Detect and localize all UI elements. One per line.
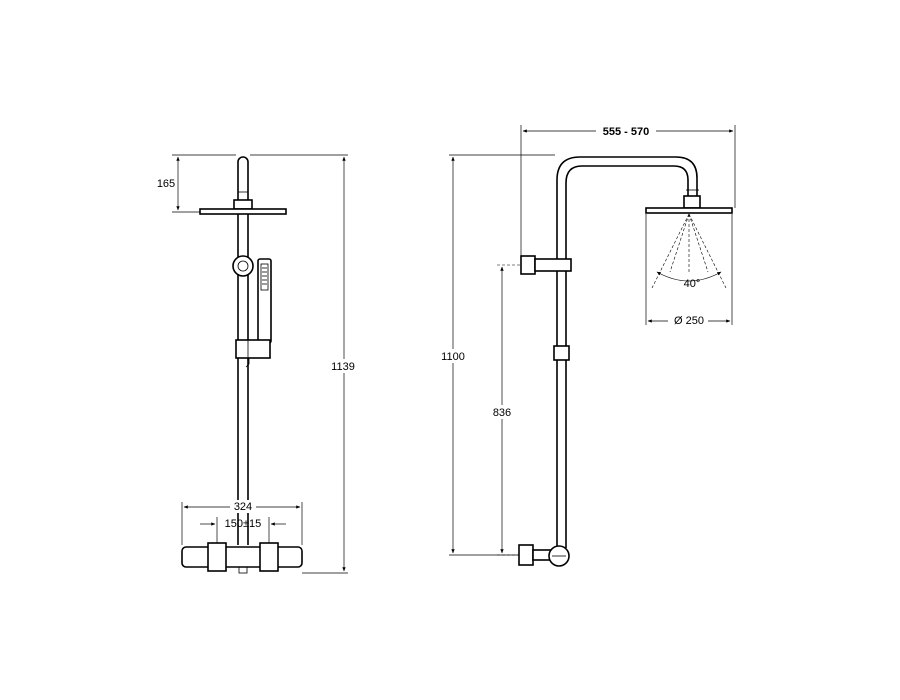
side-riser-pipe (556, 156, 698, 548)
front-mixer-bar (181, 542, 303, 574)
front-shower-head (199, 208, 287, 215)
front-riser-pipe (237, 156, 249, 545)
dim-inlet-spacing: 150±15 (225, 518, 262, 530)
dim-head-diameter: Ø 250 (674, 315, 704, 327)
side-riser-joint (553, 345, 570, 361)
dim-reach: 555 - 570 (603, 126, 649, 138)
front-slider-ring (232, 255, 254, 277)
side-head-connector (683, 195, 701, 209)
side-shower-head (645, 207, 733, 214)
side-wall-bracket (520, 255, 572, 275)
front-view: 165 1139 324 150±15 (157, 154, 361, 574)
dim-spray-angle: 40° (684, 278, 701, 290)
dim-total-height: 1139 (331, 361, 355, 373)
front-diverter (235, 339, 271, 359)
front-head-connector (233, 199, 253, 210)
side-mixer-body (518, 544, 570, 567)
dim-riser-height: 1100 (441, 351, 465, 363)
dim-mixer-width: 324 (234, 501, 252, 513)
side-view: 40° Ø 250 555 - 570 1100 836 (437, 124, 736, 567)
dim-bracket-height: 836 (493, 407, 511, 419)
dim-head-height: 165 (157, 178, 175, 190)
